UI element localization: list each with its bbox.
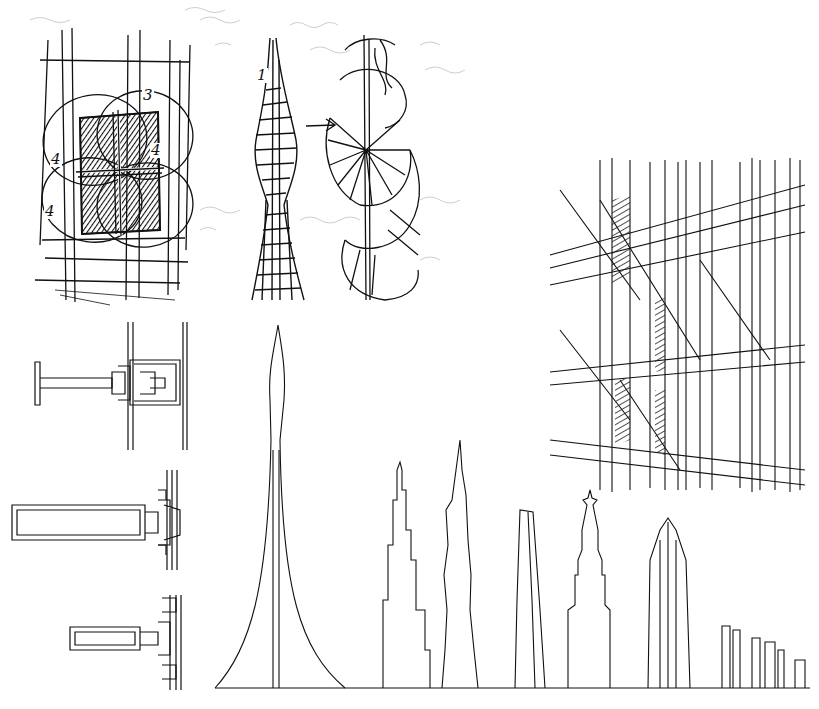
callout-number: 3: [142, 88, 154, 103]
curtain-wall-perspective: [550, 158, 805, 492]
skyline-elevation: [215, 325, 810, 688]
mullion-details: [12, 322, 187, 690]
callout-number: 4: [50, 152, 62, 167]
callout-number: 4: [44, 204, 56, 219]
callout-number: 1: [256, 68, 268, 83]
faint-notes: [30, 8, 465, 261]
callout-number: 4: [150, 143, 162, 158]
window-sketch: [35, 28, 201, 305]
spiral-sketch: [326, 35, 420, 300]
tower-sketch: [252, 38, 335, 300]
